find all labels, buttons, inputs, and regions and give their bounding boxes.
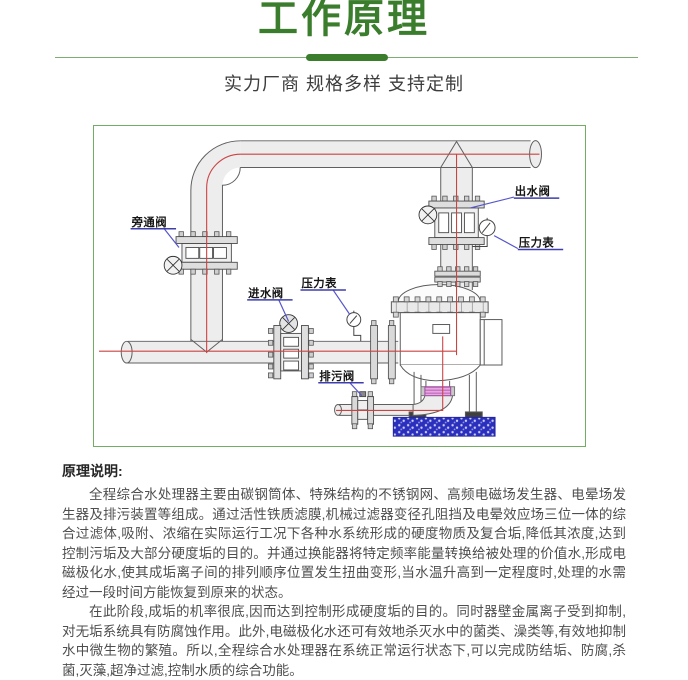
riser-flange-joint	[434, 266, 481, 287]
pressure-gauge-mid-label: 压力表	[301, 276, 337, 290]
title-divider	[55, 54, 638, 61]
description-heading: 原理说明:	[62, 463, 123, 479]
flow-centerlines	[99, 153, 540, 411]
drain-flange-pink	[424, 386, 452, 397]
outlet-valve-label: 出水阀	[515, 184, 551, 198]
drain-elbow	[412, 395, 454, 416]
bypass-valve	[163, 231, 238, 275]
foundation-block	[392, 416, 496, 437]
label-underlines	[130, 197, 564, 384]
diagram-frame: 旁通阀 进水阀 压力表 出水阀 压力表 排污阀	[93, 125, 586, 447]
description-paragraph-2: 在此阶段,成垢的机率很底,因而达到控制形成硬度垢的目的。同时器壁金属离子受到抑制…	[62, 604, 626, 678]
pressure-gauge-mid	[346, 310, 362, 342]
bypass-valve-label: 旁通阀	[131, 215, 168, 229]
pressure-gauge-right-label: 压力表	[519, 235, 555, 249]
filter-tank	[390, 284, 503, 437]
page-subtitle: 实力厂商 规格多样 支持定制	[223, 74, 464, 94]
page-title: 工作原理	[258, 0, 430, 41]
tank-inlet-flanges	[370, 320, 396, 385]
description-paragraph-1: 全程综合水处理器主要由碳钢筒体、特殊结构的不锈钢网、高频电磁场发生器、电晕场发生…	[62, 487, 626, 600]
tank-side-box	[479, 319, 503, 366]
pressure-gauge-right	[472, 217, 496, 247]
tank-body	[399, 312, 481, 366]
divider-accent-bar	[305, 54, 388, 61]
outlet-valve	[418, 195, 485, 250]
drain-valve-label: 排污阀	[319, 369, 355, 383]
inlet-valve	[267, 314, 314, 380]
tank-nameplate	[432, 324, 451, 334]
principle-description: 原理说明: 全程综合水处理器主要由碳钢筒体、特殊结构的不锈钢网、高频电磁场发生器…	[62, 461, 626, 680]
label-leaders	[163, 196, 519, 397]
piping-diagram: 旁通阀 进水阀 压力表 出水阀 压力表 排污阀	[99, 140, 564, 437]
tank-bottom-dish	[399, 364, 481, 382]
inlet-valve-label: 进水阀	[248, 286, 284, 300]
